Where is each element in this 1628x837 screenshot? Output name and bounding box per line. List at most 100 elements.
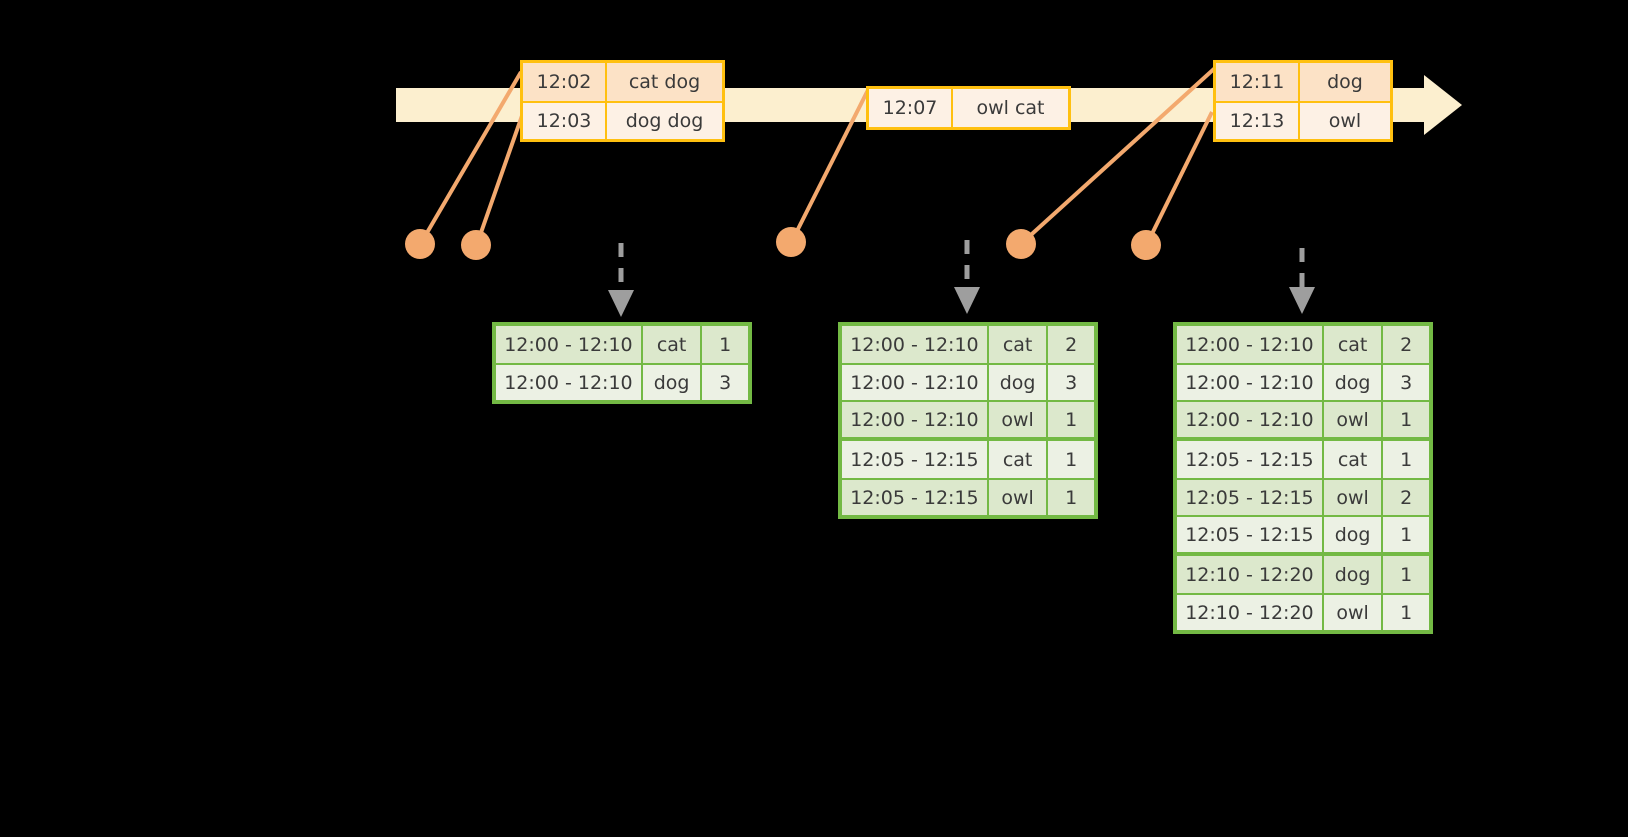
key-cell: cat xyxy=(989,326,1049,363)
window-cell: 12:00 - 12:10 xyxy=(1177,365,1324,400)
count-cell: 2 xyxy=(1065,333,1078,356)
key-cell: cat xyxy=(1324,326,1384,363)
connector-dot-4 xyxy=(1006,229,1036,259)
count-cell: 3 xyxy=(1065,371,1078,394)
window-cell: 12:05 - 12:15 xyxy=(1177,441,1324,478)
count-cell: 1 xyxy=(1065,486,1078,509)
connector-line-4 xyxy=(1020,66,1217,245)
table-row[interactable]: 12:00 - 12:10 cat 2 xyxy=(1177,326,1429,363)
connector-line-5 xyxy=(1145,111,1214,245)
key-cell: owl xyxy=(1324,480,1384,515)
result-group: 12:05 - 12:15 cat 1 12:05 - 12:15 owl 2 … xyxy=(1177,437,1429,552)
table-row[interactable]: 12:10 - 12:20 dog 1 xyxy=(1177,556,1429,593)
table-row[interactable]: 12:05 - 12:15 cat 1 xyxy=(1177,441,1429,478)
window-cell: 12:00 - 12:10 xyxy=(1177,402,1324,437)
result-table-2[interactable]: 12:00 - 12:10 cat 2 12:00 - 12:10 dog 3 … xyxy=(838,322,1098,519)
result-group: 12:00 - 12:10 cat 1 12:00 - 12:10 dog 3 xyxy=(496,326,748,400)
key-cell: dog xyxy=(1324,556,1384,593)
window-cell: 12:05 - 12:15 xyxy=(1177,517,1324,552)
table-row[interactable]: 12:00 - 12:10 owl 1 xyxy=(842,400,1094,437)
result-table-3[interactable]: 12:00 - 12:10 cat 2 12:00 - 12:10 dog 3 … xyxy=(1173,322,1433,634)
table-row[interactable]: 12:00 - 12:10 owl 1 xyxy=(1177,400,1429,437)
count-cell: 1 xyxy=(1400,408,1413,431)
table-row[interactable]: 12:05 - 12:15 owl 2 xyxy=(1177,478,1429,515)
window-cell: 12:00 - 12:10 xyxy=(1177,326,1324,363)
event-time: 12:13 xyxy=(1216,103,1300,139)
connector-lines xyxy=(419,66,1217,245)
table-row[interactable]: 12:05 - 12:15 dog 1 xyxy=(1177,515,1429,552)
table-row[interactable]: 12:00 - 12:10 cat 2 xyxy=(842,326,1094,363)
result-group: 12:00 - 12:10 cat 2 12:00 - 12:10 dog 3 … xyxy=(1177,326,1429,437)
window-cell: 12:10 - 12:20 xyxy=(1177,556,1324,593)
key-cell: dog xyxy=(989,365,1049,400)
result-group: 12:10 - 12:20 dog 1 12:10 - 12:20 owl 1 xyxy=(1177,552,1429,630)
count-cell: 1 xyxy=(1400,448,1413,471)
count-cell: 3 xyxy=(1400,371,1413,394)
connector-line-1 xyxy=(419,70,523,245)
key-cell: cat xyxy=(989,441,1049,478)
count-cell: 2 xyxy=(1400,486,1413,509)
result-group: 12:00 - 12:10 cat 2 12:00 - 12:10 dog 3 … xyxy=(842,326,1094,437)
window-cell: 12:05 - 12:15 xyxy=(842,480,989,515)
key-cell: dog xyxy=(1324,365,1384,400)
dashed-arrow-shafts xyxy=(618,240,1305,294)
table-row[interactable]: 12:10 - 12:20 owl 1 xyxy=(1177,593,1429,630)
dashed-arrow-head-2 xyxy=(954,287,980,314)
connector-dots xyxy=(405,227,1161,260)
key-cell: cat xyxy=(1324,441,1384,478)
key-cell: owl xyxy=(989,402,1049,437)
key-cell: dog xyxy=(643,365,703,400)
connector-line-2 xyxy=(475,109,526,245)
event-words: owl cat xyxy=(976,97,1045,119)
key-cell: owl xyxy=(1324,402,1384,437)
window-cell: 12:00 - 12:10 xyxy=(842,326,989,363)
event-group-2[interactable]: 12:07 owl cat xyxy=(866,86,1071,130)
window-cell: 12:10 - 12:20 xyxy=(1177,595,1324,630)
count-cell: 1 xyxy=(1065,448,1078,471)
event-row[interactable]: 12:07 owl cat xyxy=(869,89,1068,127)
event-row[interactable]: 12:02 cat dog xyxy=(523,63,722,101)
table-row[interactable]: 12:05 - 12:15 owl 1 xyxy=(842,478,1094,515)
table-row[interactable]: 12:05 - 12:15 cat 1 xyxy=(842,441,1094,478)
dashed-arrow-head-1 xyxy=(608,290,634,317)
key-cell: owl xyxy=(1324,595,1384,630)
table-row[interactable]: 12:00 - 12:10 dog 3 xyxy=(1177,363,1429,400)
count-cell: 1 xyxy=(1065,408,1078,431)
result-group: 12:05 - 12:15 cat 1 12:05 - 12:15 owl 1 xyxy=(842,437,1094,515)
count-cell: 1 xyxy=(719,333,732,356)
connector-dot-2 xyxy=(461,230,491,260)
window-cell: 12:00 - 12:10 xyxy=(842,365,989,400)
event-time: 12:07 xyxy=(869,89,953,127)
event-row[interactable]: 12:13 owl xyxy=(1216,101,1390,139)
dashed-arrow-head-3 xyxy=(1289,287,1315,314)
event-row[interactable]: 12:03 dog dog xyxy=(523,101,722,139)
count-cell: 1 xyxy=(1400,523,1413,546)
count-cell: 3 xyxy=(719,371,732,394)
key-cell: dog xyxy=(1324,517,1384,552)
window-cell: 12:00 - 12:10 xyxy=(842,402,989,437)
window-cell: 12:00 - 12:10 xyxy=(496,365,643,400)
key-cell: owl xyxy=(989,480,1049,515)
result-table-1[interactable]: 12:00 - 12:10 cat 1 12:00 - 12:10 dog 3 xyxy=(492,322,752,404)
connector-dot-3 xyxy=(776,227,806,257)
dashed-arrow-heads xyxy=(608,287,1315,317)
table-row[interactable]: 12:00 - 12:10 dog 3 xyxy=(496,363,748,400)
event-group-1[interactable]: 12:02 cat dog 12:03 dog dog xyxy=(520,60,725,142)
timeline-arrowhead xyxy=(1424,75,1462,135)
connector-line-3 xyxy=(790,89,870,242)
event-row[interactable]: 12:11 dog xyxy=(1216,63,1390,101)
event-time: 12:03 xyxy=(523,103,607,139)
event-words: dog dog xyxy=(625,110,704,132)
connector-dot-5 xyxy=(1131,230,1161,260)
key-cell: cat xyxy=(643,326,703,363)
table-row[interactable]: 12:00 - 12:10 cat 1 xyxy=(496,326,748,363)
window-cell: 12:00 - 12:10 xyxy=(496,326,643,363)
count-cell: 2 xyxy=(1400,333,1413,356)
event-time: 12:02 xyxy=(523,63,607,101)
window-cell: 12:05 - 12:15 xyxy=(1177,480,1324,515)
event-group-3[interactable]: 12:11 dog 12:13 owl xyxy=(1213,60,1393,142)
event-words: dog xyxy=(1327,71,1363,93)
event-time: 12:11 xyxy=(1216,63,1300,101)
table-row[interactable]: 12:00 - 12:10 dog 3 xyxy=(842,363,1094,400)
